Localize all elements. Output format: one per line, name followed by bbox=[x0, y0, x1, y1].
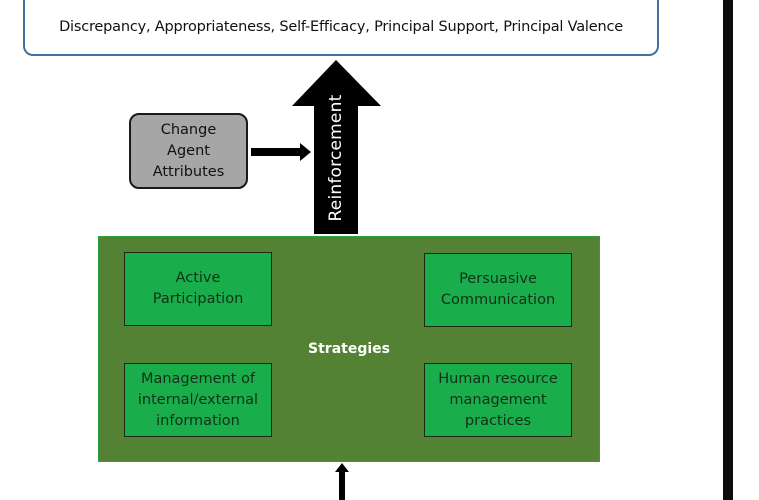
strategy-line: internal/external bbox=[137, 391, 259, 408]
strategy-line: practices bbox=[464, 412, 532, 429]
strategy-line: management bbox=[449, 391, 547, 408]
strategy-box-persuasive-communication: Persuasive Communication bbox=[424, 253, 572, 327]
input-arrow-icon bbox=[335, 463, 349, 500]
strategies-panel: Active Participation Persuasive Communic… bbox=[98, 236, 600, 462]
strategy-box-hr-practices: Human resource management practices bbox=[424, 363, 572, 437]
change-agent-box: Change Agent Attributes bbox=[129, 113, 248, 189]
divider-bar bbox=[723, 0, 733, 500]
strategy-line: Active bbox=[175, 270, 221, 286]
agent-line: Change bbox=[160, 121, 217, 138]
agent-line: Agent bbox=[167, 142, 210, 159]
strategies-label: Strategies bbox=[308, 341, 390, 357]
outcomes-text: Discrepancy, Appropriateness, Self-Effic… bbox=[59, 19, 623, 35]
strategy-line: Communication bbox=[440, 292, 556, 308]
strategy-line: Persuasive bbox=[459, 271, 537, 287]
strategy-line: information bbox=[156, 412, 240, 429]
strategy-box-active-participation: Active Participation bbox=[124, 252, 272, 326]
outcomes-box: Discrepancy, Appropriateness, Self-Effic… bbox=[23, 0, 659, 56]
strategy-box-information-management: Management of internal/external informat… bbox=[124, 363, 272, 437]
agent-line: Attributes bbox=[152, 163, 225, 180]
strategy-line: Human resource bbox=[438, 370, 558, 387]
strategy-line: Participation bbox=[152, 291, 244, 307]
reinforcement-label: Reinforcement bbox=[326, 94, 346, 222]
reinforcement-arrow-icon bbox=[292, 60, 381, 234]
strategy-line: Management of bbox=[140, 370, 256, 387]
agent-arrow-icon bbox=[251, 143, 311, 161]
